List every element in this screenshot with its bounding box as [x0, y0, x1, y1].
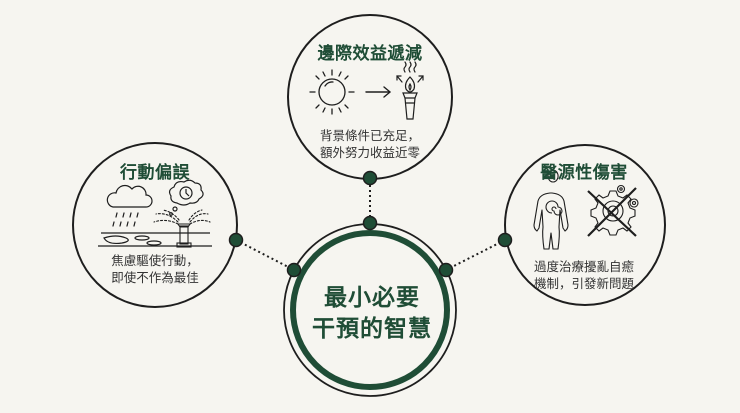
ground-puddle-icon — [98, 232, 212, 247]
center-left-dot — [286, 262, 302, 278]
crossed-gear-icon — [587, 184, 639, 237]
left-node-description: 焦慮驅使行動， 即使不作為最佳 — [111, 252, 199, 286]
node-action-bias — [72, 142, 244, 308]
center-top-dot — [362, 215, 378, 231]
thought-bubble-clock-icon — [168, 179, 204, 216]
node-iatrogenic-harm — [497, 144, 666, 306]
top-node-title: 邊際效益遞減 — [317, 44, 423, 64]
center-title-line2: 干預的智慧 — [312, 316, 432, 342]
top-node-desc-line1: 背景條件已充足， — [319, 128, 421, 143]
rain-cloud-icon — [106, 184, 153, 227]
left-node-desc-line2: 即使不作為最佳 — [111, 270, 199, 285]
top-node-desc-line2: 額外努力收益近零 — [319, 145, 421, 160]
sun-icon — [309, 69, 355, 115]
node-right-connector-dot — [497, 232, 513, 248]
node-left-connector-dot — [228, 232, 244, 248]
right-node-title: 醫源性傷害 — [540, 163, 628, 183]
human-body-spiral-icon — [533, 169, 569, 250]
sprinkler-icon — [153, 209, 211, 248]
connectors — [235, 180, 506, 271]
connector-left — [235, 239, 295, 271]
center-title-line1: 最小必要 — [324, 285, 420, 311]
center-right-dot — [438, 262, 454, 278]
left-node-title: 行動偏誤 — [120, 163, 190, 183]
right-node-description: 過度治療擾亂自癒 機制，引發新問題 — [534, 258, 634, 292]
top-node-description: 背景條件已充足， 額外努力收益近零 — [320, 127, 420, 161]
center-node — [283, 215, 457, 397]
node-diminishing-returns — [287, 14, 453, 186]
right-node-desc-line2: 機制，引發新問題 — [533, 276, 635, 291]
center-title: 最小必要 干預的智慧 — [312, 283, 432, 345]
left-node-desc-line1: 焦慮驅使行動， — [111, 253, 199, 268]
node-top-connector-dot — [362, 170, 378, 186]
arrow-right-icon — [365, 86, 392, 98]
torch-icon — [396, 61, 424, 120]
right-node-desc-line1: 過度治療擾亂自癒 — [533, 259, 635, 274]
connector-right — [445, 239, 506, 271]
